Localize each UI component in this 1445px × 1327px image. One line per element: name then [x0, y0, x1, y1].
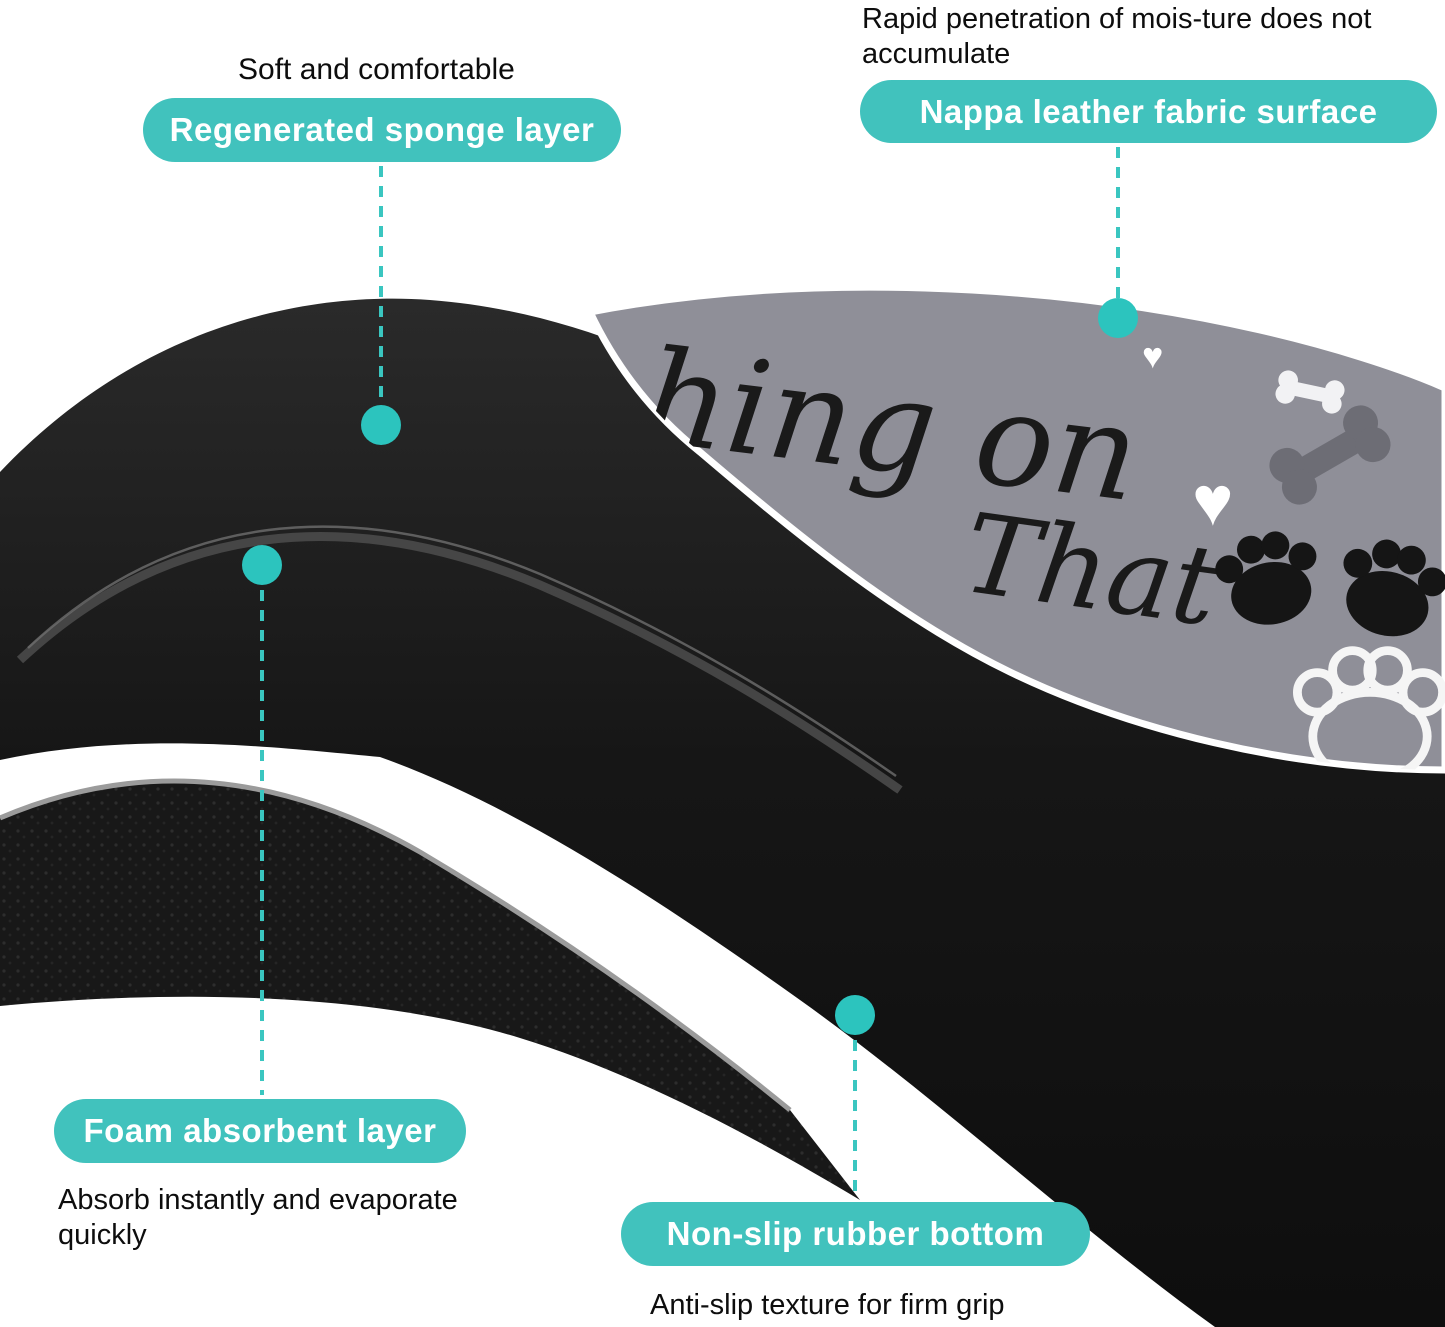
callout-dot-surface: [1098, 298, 1138, 338]
mat-bottom-rubber-layer: [0, 780, 860, 1200]
fabric-surface-note: Rapid penetration of mois-ture does not …: [862, 3, 1372, 70]
label-regenerated-sponge-layer: Regenerated sponge layer: [143, 98, 621, 162]
sponge-layer-note: Soft and comfortable: [238, 53, 515, 86]
sponge-layer-seam: [16, 532, 903, 794]
mat-bottom-gray-edge: [0, 778, 792, 1112]
label-foam-absorbent-layer: Foam absorbent layer: [54, 1099, 466, 1163]
heart-icon: ♥: [1192, 462, 1234, 540]
label-nappa-leather-fabric-surface: Nappa leather fabric surface: [860, 80, 1437, 143]
sponge-layer-seam-highlight: [27, 525, 897, 778]
mat-top-sponge-layer: [0, 298, 1445, 1327]
rubber-bottom-note: Anti-slip texture for firm grip: [650, 1289, 1005, 1321]
mat-surface-print: [584, 283, 1445, 774]
callout-dot-foam: [242, 545, 282, 585]
heart-icon: ♥: [1142, 335, 1163, 376]
foam-layer-note: Absorb instantly and evaporate quickly: [58, 1184, 458, 1251]
callout-dot-rubber: [835, 995, 875, 1035]
label-non-slip-rubber-bottom: Non-slip rubber bottom: [621, 1202, 1090, 1266]
callout-dot-sponge: [361, 405, 401, 445]
